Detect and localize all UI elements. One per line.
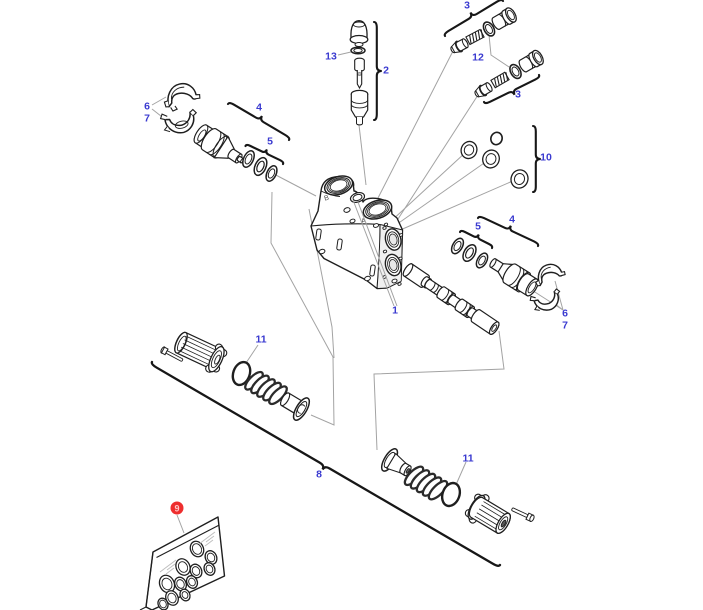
svg-text:11: 11 xyxy=(255,334,266,346)
svg-text:10: 10 xyxy=(540,152,552,164)
svg-text:A: A xyxy=(361,218,368,226)
svg-text:13: 13 xyxy=(325,51,337,63)
svg-text:12: 12 xyxy=(472,52,484,64)
svg-text:7: 7 xyxy=(562,320,568,332)
svg-text:4: 4 xyxy=(256,102,262,114)
svg-text:6: 6 xyxy=(562,308,568,320)
svg-text:1: 1 xyxy=(392,305,398,317)
svg-text:8: 8 xyxy=(316,469,322,481)
svg-text:3: 3 xyxy=(515,89,521,101)
svg-text:3: 3 xyxy=(464,0,470,12)
svg-text:4: 4 xyxy=(509,214,515,226)
svg-text:6: 6 xyxy=(144,101,150,113)
svg-text:9: 9 xyxy=(174,504,179,514)
svg-text:2: 2 xyxy=(383,65,389,77)
svg-text:7: 7 xyxy=(144,113,150,125)
svg-text:5: 5 xyxy=(475,221,481,233)
svg-text:B: B xyxy=(324,195,331,203)
svg-text:11: 11 xyxy=(462,453,473,465)
svg-text:5: 5 xyxy=(267,136,273,148)
